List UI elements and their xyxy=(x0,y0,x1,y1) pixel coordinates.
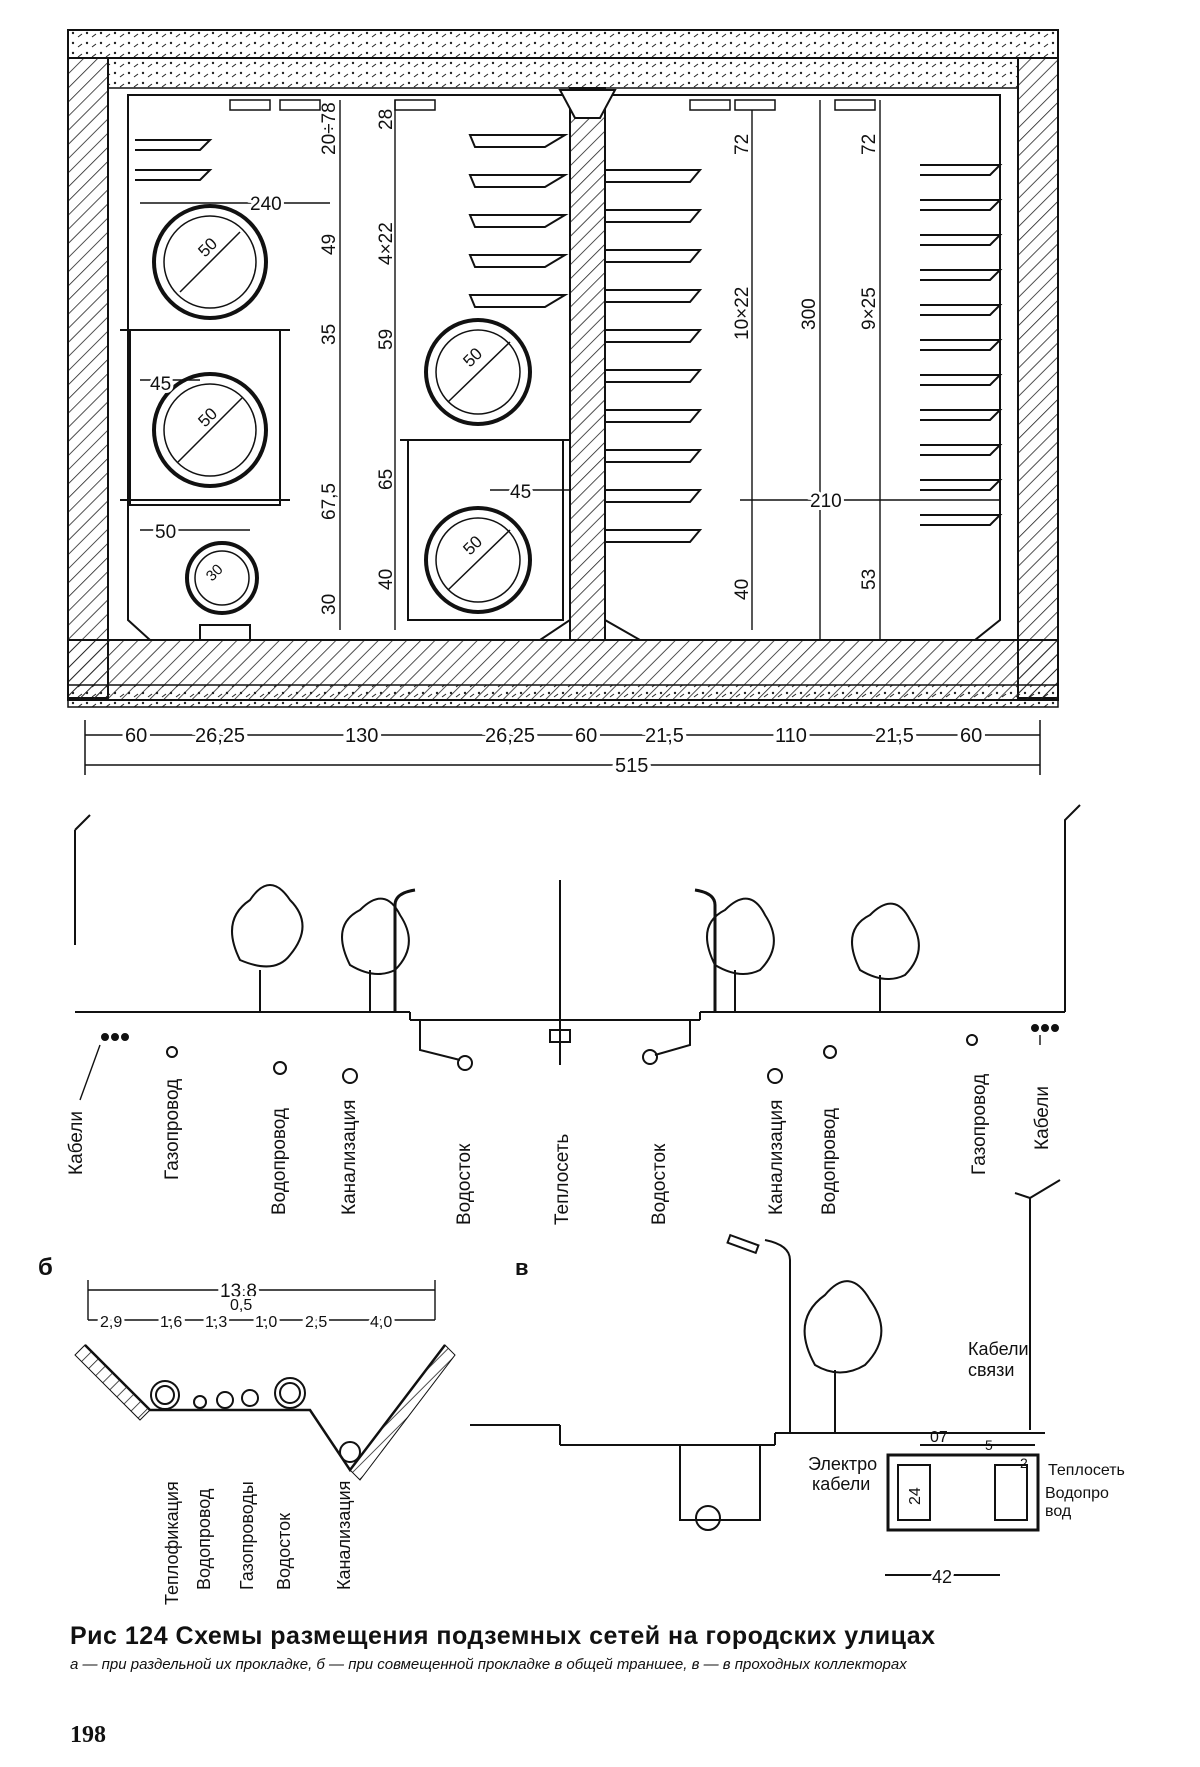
trench-dim: 2,9 xyxy=(100,1314,122,1331)
dim-label: 9×25 xyxy=(859,287,880,330)
bottom-dim: 60 xyxy=(125,725,147,747)
label-gas-right: Газопровод xyxy=(969,1074,990,1175)
label-drain-left: Водосток xyxy=(454,1143,475,1225)
label-sewer-left: Канализация xyxy=(339,1100,360,1215)
label-gas-left: Газопровод xyxy=(162,1079,183,1180)
section-marker: б xyxy=(38,1254,53,1281)
dim-label: 35 xyxy=(319,324,340,345)
label-electro-cables-1: Электро xyxy=(808,1454,877,1474)
bottom-dim: 26,25 xyxy=(485,725,535,747)
label-comm-cables-line1: Кабели xyxy=(968,1339,1029,1359)
bottom-dim: 60 xyxy=(960,725,982,747)
label-drain-right: Водосток xyxy=(649,1143,670,1225)
pipe-left-1: 50 xyxy=(154,206,266,318)
bottom-dim: 21,5 xyxy=(645,725,684,747)
bottom-dim: 110 xyxy=(775,725,807,747)
dim-label: 240 xyxy=(250,194,282,215)
tree-icon xyxy=(232,885,303,1012)
label-water-collector: Водопро xyxy=(1045,1485,1109,1502)
dim-label: 49 xyxy=(319,234,340,255)
tree-icon xyxy=(342,899,409,1012)
section-d-collectors: в Кабели связи Электро кабели xyxy=(470,1180,1125,1587)
label-water-trench: Водопровод xyxy=(194,1488,214,1590)
label-comm-cables-line2: связи xyxy=(968,1360,1014,1380)
label-heating: Теплосеть xyxy=(552,1134,573,1225)
label-gas-trench: Газопроводы xyxy=(237,1481,257,1590)
bottom-dim: 26,25 xyxy=(195,725,245,747)
dim-label: 10×22 xyxy=(732,287,753,340)
figure-caption-title: Рис 124 Схемы размещения подземных сетей… xyxy=(70,1622,1130,1651)
dim-label: 45 xyxy=(510,482,531,503)
trench-dim: 1,3 xyxy=(205,1314,227,1331)
tree-icon xyxy=(852,904,919,1012)
label-water-right: Водопровод xyxy=(819,1108,840,1215)
section-b-street: Кабели Газопровод Водопровод Канализация… xyxy=(66,805,1080,1225)
trench-dim: 1,0 xyxy=(255,1314,277,1331)
tree-icon xyxy=(707,899,774,1012)
trench-dim: 2,5 xyxy=(305,1314,327,1331)
page-number: 198 xyxy=(70,1722,106,1749)
dim-label: 4×22 xyxy=(376,222,397,265)
dim-5: 5 xyxy=(985,1437,993,1453)
dim-label: 40 xyxy=(376,569,397,590)
pipe-mid-2: 50 xyxy=(426,508,530,612)
dim-label: 300 xyxy=(799,298,820,330)
dim-label: 30 xyxy=(319,594,340,615)
dim-label: 53 xyxy=(859,569,880,590)
dim-24: 24 xyxy=(907,1487,924,1505)
dim-label: 28 xyxy=(376,109,397,130)
label-water-left: Водопровод xyxy=(269,1108,290,1215)
street-lamp-icon xyxy=(395,890,715,1012)
label-cables-left: Кабели xyxy=(66,1111,87,1175)
label-water-collector-2: вод xyxy=(1045,1503,1072,1520)
dim-label: 45 xyxy=(150,374,171,395)
dim-label: 40 xyxy=(732,579,753,600)
dim-label: 210 xyxy=(810,491,842,512)
dim-07: 07 xyxy=(930,1429,948,1446)
pipe-left-3: 30 xyxy=(187,543,257,613)
dim-42: 42 xyxy=(932,1567,952,1587)
trench-dim: 4,0 xyxy=(370,1314,392,1331)
trench-dim: 0,5 xyxy=(230,1297,252,1314)
section-marker: в xyxy=(515,1255,529,1280)
figure-caption-subtitle: а — при раздельной их прокладке, б — при… xyxy=(70,1656,1130,1673)
section-a-collector: 50 50 30 xyxy=(68,30,1058,777)
dim-label: 67,5 xyxy=(319,483,340,520)
label-sewer-trench: Канализация xyxy=(334,1481,354,1590)
dim-label: 59 xyxy=(376,329,397,350)
dim-label: 72 xyxy=(732,134,753,155)
label-heating-collector: Теплосеть xyxy=(1048,1462,1125,1479)
total-width: 515 xyxy=(615,755,648,777)
bottom-dim: 60 xyxy=(575,725,597,747)
label-sewer-right: Канализация xyxy=(766,1100,787,1215)
label-cables-right: Кабели xyxy=(1032,1086,1053,1150)
label-electro-cables-2: кабели xyxy=(812,1474,870,1494)
trench-dim: 1,6 xyxy=(160,1314,182,1331)
dim-label: 72 xyxy=(859,134,880,155)
bottom-dim: 130 xyxy=(345,725,378,747)
label-drain-trench: Водосток xyxy=(274,1513,294,1590)
section-c-trench: б 13,8 2,9 1,6 1,3 0,5 1,0 2,5 4,0 xyxy=(38,1254,455,1605)
dim-label: 50 xyxy=(155,522,176,543)
label-heating-trench: Теплофикация xyxy=(162,1481,182,1605)
dim-label: 65 xyxy=(376,469,397,490)
dim-label: 20÷78 xyxy=(319,102,340,155)
pipe-mid-1: 50 xyxy=(426,320,530,424)
bottom-dim: 21,5 xyxy=(875,725,914,747)
dim-2: 2 xyxy=(1020,1455,1028,1471)
